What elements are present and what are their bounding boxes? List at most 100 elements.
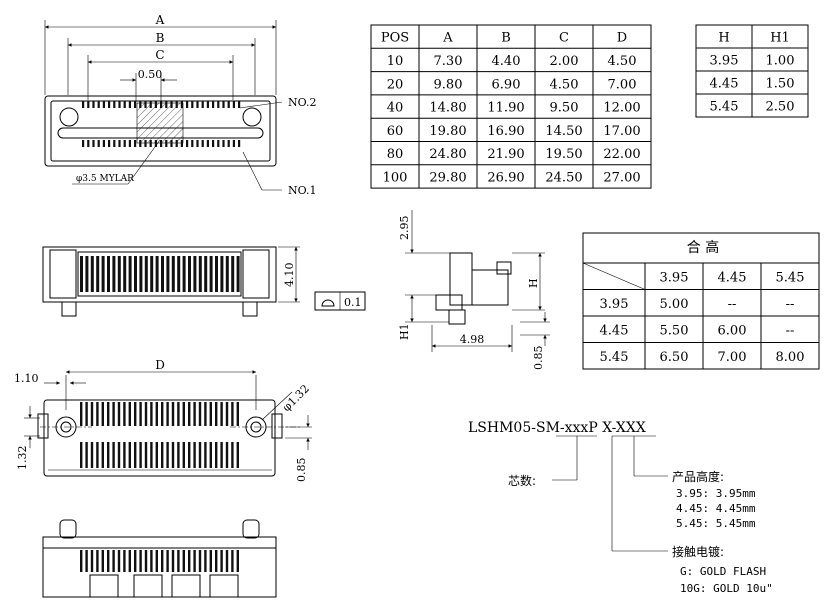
side-pin (220, 256, 224, 292)
top-pin (123, 140, 126, 147)
stack-table-cell: 5.00 (660, 297, 689, 312)
front-pin (128, 550, 131, 572)
stack-table-col-header: 5.45 (776, 270, 805, 285)
bottom-pin (177, 402, 180, 426)
top-pin (206, 140, 209, 147)
top-pin (92, 101, 95, 108)
front-pin (112, 550, 115, 572)
bottom-pin (215, 442, 218, 468)
top-pin (144, 101, 147, 108)
dims-table-cell: 19.50 (545, 147, 582, 162)
bottom-pin (161, 442, 164, 468)
bottom-pin (225, 442, 229, 468)
stack-table-cell: 5.50 (660, 323, 689, 338)
bottom-pin (134, 442, 137, 468)
profile-dim-width: 4.98 (460, 333, 485, 346)
dims-table-cell: 9.80 (434, 77, 463, 92)
top-pin (175, 140, 178, 147)
profile-dim-top: 2.95 (398, 216, 411, 241)
top-pin (97, 140, 100, 147)
bottom-pin (155, 442, 158, 468)
dim-b-label: B (156, 31, 165, 45)
front-pin (85, 550, 88, 572)
bottom-pin (220, 402, 223, 426)
top-pin (196, 101, 199, 108)
side-pin (193, 256, 197, 292)
top-pin (227, 101, 230, 108)
height-option-1: 3.95: 3.95mm (676, 487, 756, 500)
bottom-pin (182, 402, 185, 426)
top-pin (212, 101, 215, 108)
side-pin (107, 256, 110, 292)
front-pin (123, 550, 126, 572)
pitch-label: 0.50 (138, 68, 163, 81)
bottom-pin (112, 402, 115, 426)
front-pin (139, 550, 142, 572)
h-table-cell: 3.95 (710, 54, 739, 69)
bottom-pin (220, 442, 223, 468)
bottom-pin (150, 442, 153, 468)
profile-dim-h1: H1 (398, 323, 411, 340)
top-pin (108, 101, 111, 108)
top-pin (238, 140, 241, 147)
top-pin (108, 140, 111, 147)
top-pin (238, 101, 241, 108)
bottom-pin (236, 402, 239, 426)
stack-table-cell: 6.50 (660, 350, 689, 365)
stack-table-cell: 6.00 (718, 323, 747, 338)
dims-table-header: D (617, 31, 627, 46)
top-pins-lower (82, 140, 241, 147)
side-pin (128, 256, 132, 292)
dim-d-label: D (155, 358, 165, 372)
side-pin (155, 256, 159, 292)
dims-table-cell: 21.90 (487, 147, 524, 162)
side-pin (90, 256, 94, 292)
bottom-pins-upper (80, 402, 239, 426)
top-pin (201, 140, 204, 147)
dims-table-cell: 2.00 (550, 54, 579, 69)
front-pin (80, 550, 83, 572)
side-pin (144, 256, 148, 292)
side-pin (139, 256, 143, 292)
dims-table-cell: 17.00 (603, 124, 640, 139)
side-view-pins (80, 256, 240, 292)
front-pin (215, 550, 218, 572)
bottom-pin (161, 402, 164, 426)
side-pin (209, 256, 213, 292)
front-pin (101, 550, 104, 572)
top-pins-upper (82, 101, 241, 108)
dims-table-cell: 6.90 (492, 77, 521, 92)
dims-table-cell: 4.50 (550, 77, 579, 92)
bottom-pin (107, 402, 110, 426)
stack-table-cell: -- (786, 323, 795, 338)
dims-table-cell: 4.50 (608, 54, 637, 69)
h-table-header: H (718, 31, 729, 46)
top-pin (154, 140, 157, 147)
top-pin (118, 101, 121, 108)
bottom-pin (231, 402, 234, 426)
front-pin (161, 550, 164, 572)
dims-table-border (370, 24, 652, 189)
bottom-pin (101, 402, 104, 426)
bottom-pin (209, 442, 212, 468)
dims-table-header: POS (381, 31, 409, 46)
front-pin (107, 550, 110, 572)
front-pin (155, 550, 158, 572)
callout-no1: NO.1 (288, 184, 317, 197)
bottom-pins-lower (80, 442, 239, 468)
height-option-3: 5.45: 5.45mm (676, 517, 756, 530)
h-table-header: H1 (770, 31, 790, 46)
dims-table-cell: 27.00 (603, 170, 640, 185)
top-pin (160, 140, 163, 147)
bottom-pin (123, 402, 126, 426)
front-pin (231, 550, 234, 572)
plating-option-1: G: GOLD FLASH (680, 565, 766, 578)
stack-table-row-header: 5.45 (600, 350, 629, 365)
top-pin (87, 101, 90, 108)
dims-table-cell: 20 (387, 77, 404, 92)
bottom-pin (96, 402, 99, 426)
side-pin (96, 256, 100, 292)
dims-table-cell: 80 (387, 147, 404, 162)
front-pin (236, 550, 239, 572)
